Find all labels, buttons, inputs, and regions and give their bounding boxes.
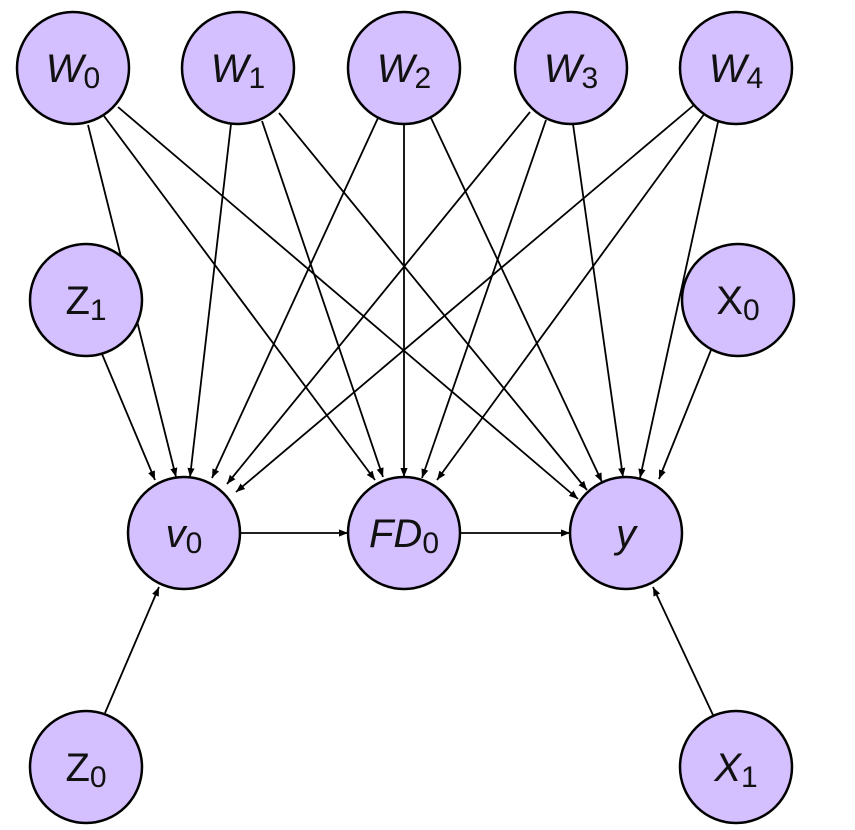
- edge-w2-to-v0: [211, 117, 379, 479]
- node-y: y: [568, 475, 684, 591]
- edge-w4-to-v0: [235, 104, 695, 493]
- node-circle: [28, 709, 144, 825]
- node-w1: W1: [180, 10, 296, 126]
- node-label-base: v: [166, 512, 188, 556]
- node-label-base: W: [544, 47, 585, 91]
- node-label-base: W: [211, 47, 252, 91]
- node-label-base: X: [713, 746, 742, 790]
- node-label-subscript: 0: [743, 294, 760, 327]
- node-label-base: W: [46, 47, 87, 91]
- edge-w2-to-y: [430, 117, 603, 483]
- node-label-base: X: [716, 279, 743, 323]
- node-label-base: W: [377, 47, 418, 91]
- edges-layer: [87, 104, 719, 716]
- edge-w3-to-y: [572, 123, 626, 478]
- node-circle: [513, 10, 629, 126]
- node-label: W4: [709, 47, 763, 95]
- node-x0: X0: [680, 242, 796, 358]
- node-label-base: Z: [65, 746, 89, 790]
- node-label: W3: [544, 47, 598, 95]
- node-w2: W2: [346, 10, 462, 126]
- edge-z0-to-v0: [104, 586, 160, 714]
- node-circle: [678, 10, 794, 126]
- node-circle: [678, 709, 794, 825]
- node-label: W0: [46, 47, 100, 95]
- node-circle: [15, 10, 131, 126]
- node-v0: v0: [126, 475, 242, 591]
- node-label-subscript: 1: [741, 761, 758, 794]
- edge-w3-to-fd0: [421, 119, 547, 479]
- node-circle: [180, 10, 296, 126]
- node-label: Z0: [65, 746, 106, 794]
- node-label: X1: [713, 746, 757, 794]
- edge-x1-to-y: [652, 586, 714, 716]
- node-label-subscript: 0: [186, 527, 203, 560]
- node-circle: [126, 475, 242, 591]
- edge-w4-to-fd0: [436, 112, 706, 481]
- node-label-subscript: 0: [422, 527, 439, 560]
- node-label-subscript: 1: [249, 62, 266, 95]
- node-label-subscript: 2: [415, 62, 432, 95]
- edge-z1-to-v0: [101, 353, 156, 481]
- node-label: y: [613, 512, 639, 556]
- node-label-subscript: 4: [747, 62, 764, 95]
- edge-w4-to-y: [638, 121, 719, 479]
- node-label-base: y: [613, 512, 639, 556]
- node-circle: [346, 10, 462, 126]
- node-label-subscript: 0: [90, 761, 107, 794]
- node-circle: [28, 242, 144, 358]
- node-label: X0: [716, 279, 759, 327]
- node-z1: Z1: [28, 242, 144, 358]
- node-fd0: FD0: [346, 475, 462, 591]
- node-label-base: FD: [369, 512, 422, 556]
- node-w3: W3: [513, 10, 629, 126]
- edge-x0-to-y: [658, 349, 712, 480]
- edge-w1-to-y: [278, 112, 588, 491]
- node-label: Z1: [65, 279, 106, 327]
- node-label: v0: [166, 512, 203, 560]
- node-x1: X1: [678, 709, 794, 825]
- node-w0: W0: [15, 10, 131, 126]
- node-label-subscript: 0: [84, 62, 101, 95]
- node-w4: W4: [678, 10, 794, 126]
- node-circle: [680, 242, 796, 358]
- edge-w1-to-fd0: [261, 120, 384, 478]
- node-z0: Z0: [28, 709, 144, 825]
- node-label-subscript: 1: [90, 294, 107, 327]
- edge-w3-to-v0: [226, 111, 531, 485]
- edge-w1-to-v0: [187, 123, 232, 478]
- node-label-base: W: [709, 47, 750, 91]
- edge-w0-to-fd0: [103, 115, 376, 481]
- node-label-base: Z: [65, 279, 89, 323]
- node-label: FD0: [369, 512, 439, 560]
- node-circle: [346, 475, 462, 591]
- node-label: W2: [377, 47, 431, 95]
- node-label-subscript: 3: [582, 62, 599, 95]
- edge-w0-to-y: [117, 106, 579, 500]
- node-label: W1: [211, 47, 265, 95]
- node-circle: [568, 475, 684, 591]
